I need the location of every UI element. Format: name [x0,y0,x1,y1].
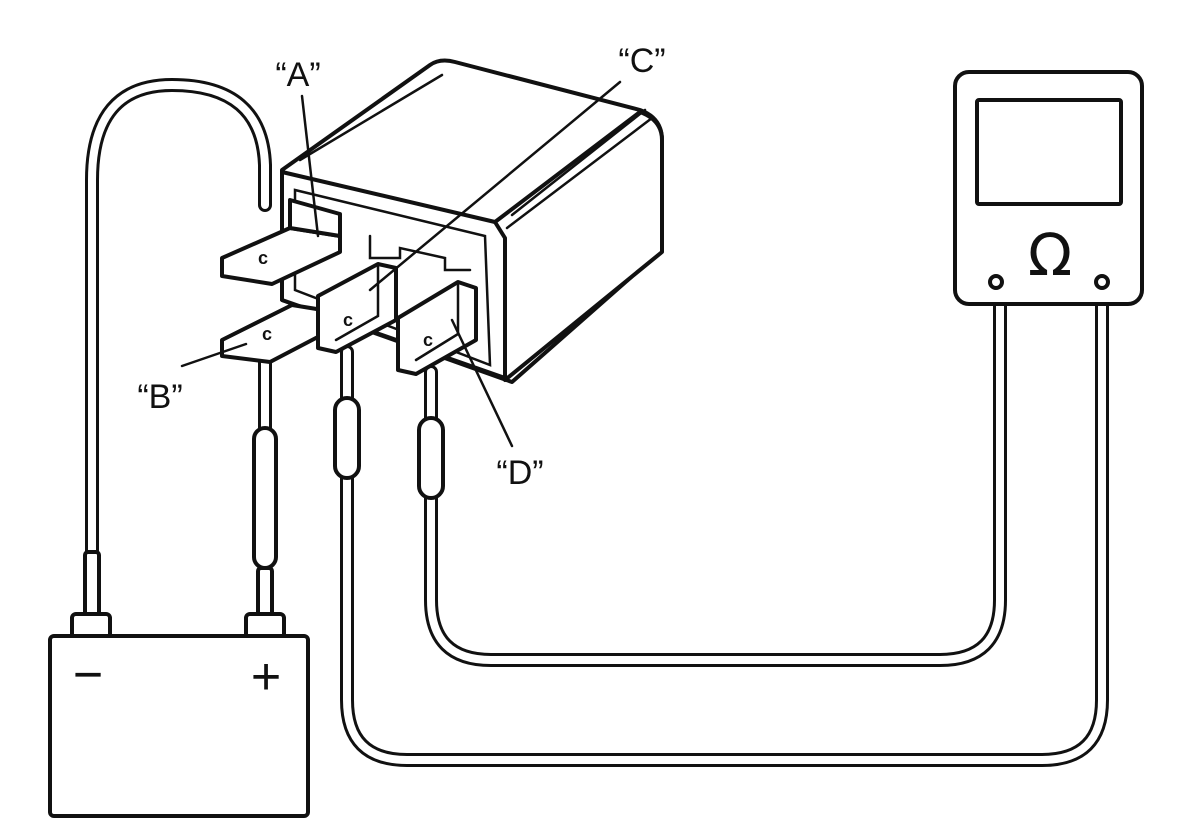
leader-d [450,318,514,448]
connector-sleeve-b [252,426,278,570]
ohm-symbol-icon: Ω [1028,221,1072,289]
terminal-a: c [220,198,342,286]
pin-mark-c: c [343,310,353,330]
ohmmeter-display [975,98,1123,206]
relay-terminals: c c c c [220,198,478,376]
pin-mark-b: c [262,324,272,344]
label-terminal-a: “A” [275,56,320,94]
label-terminal-b: “B” [137,378,182,416]
label-terminal-d: “D” [496,454,543,492]
terminal-labels: “A” “B” “C” “D” [137,42,665,492]
wire-meter-to-c [340,298,1109,767]
pin-mark-a: c [258,248,268,268]
leader-lines [180,80,622,448]
ohmmeter: Ω [953,70,1144,306]
pin-mark-d: c [423,330,433,350]
lead-ferrule-negative [83,550,101,622]
ohmmeter-jack-right [1094,274,1110,290]
battery: − + [48,612,310,818]
leader-a [300,94,320,238]
battery-positive-sign: + [251,648,281,706]
battery-body [48,634,310,818]
leader-c [368,80,622,292]
leader-b [180,342,248,368]
wire-connectors [83,396,445,622]
connector-sleeve-d [417,416,445,500]
label-terminal-c: “C” [618,42,665,80]
battery-negative-sign: − [73,646,103,704]
connector-sleeve-c [333,396,361,480]
wire-meter-to-d [424,298,1007,667]
wire-negative-to-a [85,78,272,627]
ohmmeter-jack-left [988,274,1004,290]
